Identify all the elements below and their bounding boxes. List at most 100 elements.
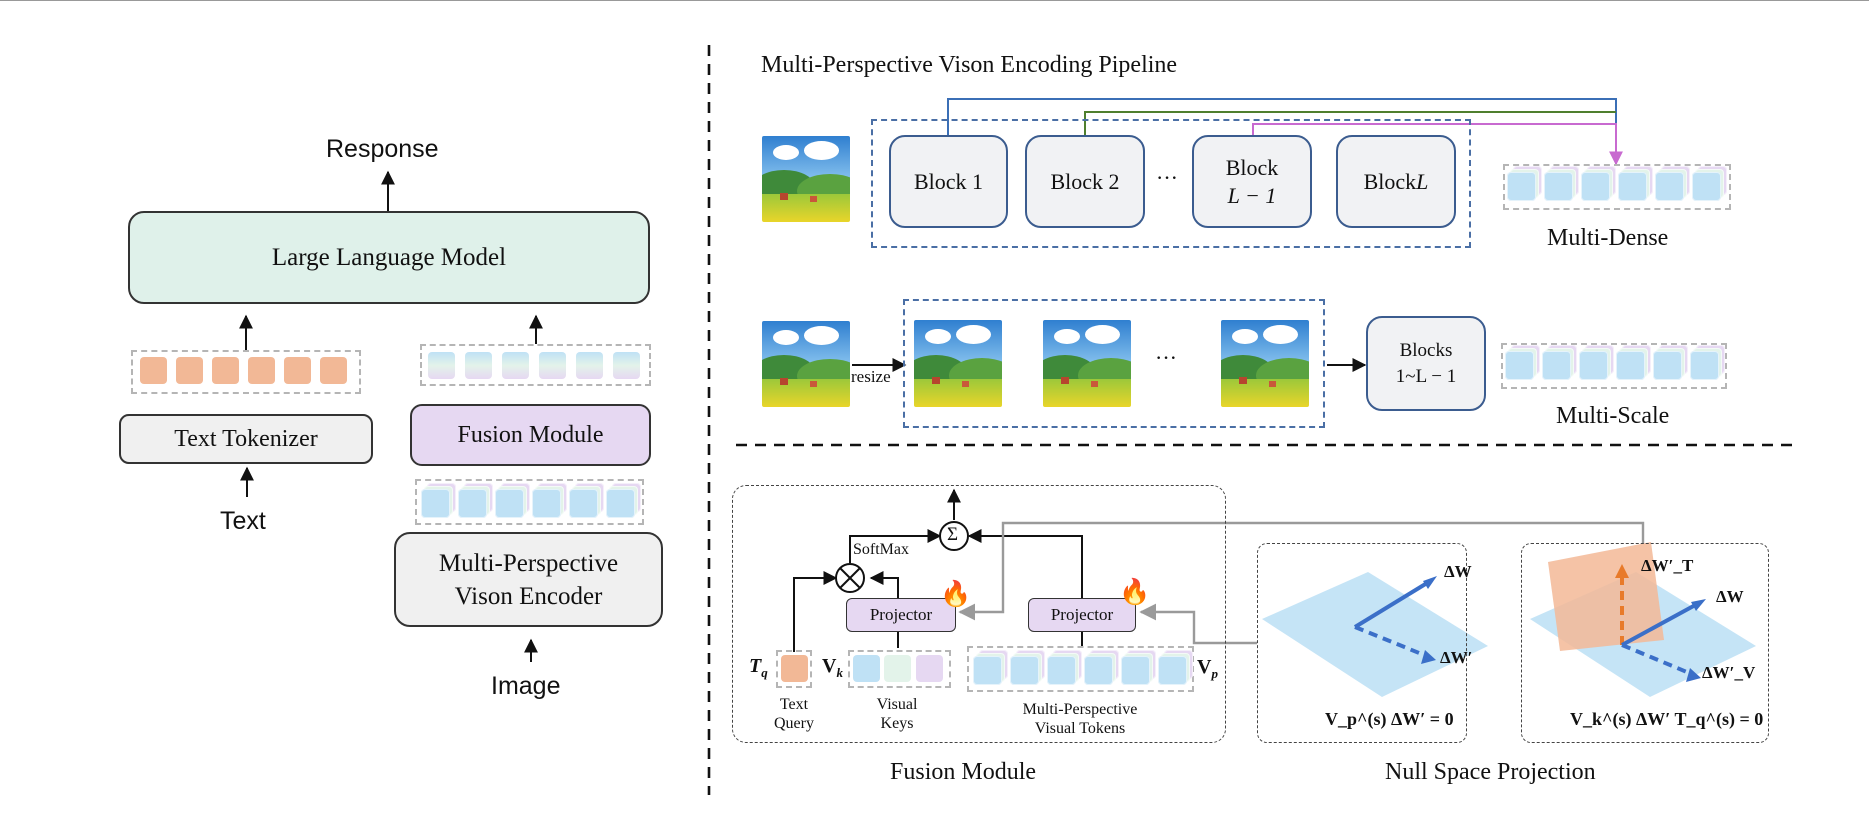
token [212, 357, 239, 384]
fusion-module-caption: Fusion Module [890, 759, 1037, 785]
projector1-to-multiply [869, 571, 899, 598]
dw-t-label: ΔW′_T [1641, 556, 1694, 575]
tq-to-multiply [793, 571, 838, 652]
token [176, 357, 203, 384]
block-2-label: Block 2 [1050, 168, 1120, 194]
equation-2: V_k^(s) ΔW′ T_q^(s) = 0 [1570, 709, 1763, 730]
text-input-label: Text [220, 507, 266, 535]
dw-v-vector [1621, 643, 1695, 677]
fire-icon: 🔥 [940, 581, 972, 608]
visual-keys-label-a: Visual [876, 696, 918, 713]
vp-main: V [1197, 656, 1212, 678]
text-token-row [131, 350, 361, 394]
visual-keys-box [848, 650, 951, 688]
fusion-module-label: Fusion Module [457, 421, 604, 448]
dw-v-label: ΔW′_V [1702, 663, 1756, 682]
projector-1: Projector [846, 598, 956, 632]
equation-2-text: V_k^(s) ΔW′ T_q^(s) = 0 [1570, 709, 1764, 729]
fusion-module-box: Fusion Module [410, 404, 651, 466]
orthogonal-plane [1548, 542, 1664, 651]
dw-prime-label: ΔW′ [1440, 648, 1473, 667]
stacked-token [1692, 172, 1721, 201]
vision-encoder-box: Multi-Perspective Vison Encoder [394, 532, 663, 627]
token [248, 357, 275, 384]
stacked-token [1655, 172, 1684, 201]
llm-box: Large Language Model [128, 211, 650, 304]
text-query-token [781, 655, 808, 682]
multi-scale-label: Multi-Scale [1556, 403, 1670, 429]
blocks-1-to-l-minus-1: Blocks 1~L − 1 [1366, 316, 1486, 411]
dw-label-2: ΔW [1716, 587, 1744, 606]
fused-token [428, 352, 455, 379]
stacked-token [1618, 172, 1647, 201]
equation-1-text: V_p^(s) ΔW′ = 0 [1325, 709, 1454, 729]
tq-main: T [749, 655, 762, 677]
landscape-thumbnail-icon [762, 136, 850, 222]
null-space-caption: Null Space Projection [1385, 759, 1596, 785]
visual-tokens-label-a: Multi-Perspective [1022, 701, 1138, 718]
stacked-token [1581, 172, 1610, 201]
token [284, 357, 311, 384]
stacked-token [1010, 656, 1039, 685]
stacked-token [1542, 351, 1571, 380]
visual-tokens-box [967, 646, 1194, 692]
scale-ellipsis: ··· [1155, 345, 1177, 370]
sum-icon [939, 521, 969, 551]
vp-sub: p [1211, 666, 1218, 681]
text-query-label: Text Query [770, 695, 818, 733]
stacked-token [606, 489, 635, 518]
multi-dense-token-row [1503, 164, 1731, 210]
multiply-to-sum [849, 529, 942, 563]
stacked-token [1544, 172, 1573, 201]
fused-token [502, 352, 529, 379]
blocks-label-b: 1~L − 1 [1395, 365, 1457, 387]
visual-tokens-label-b: Visual Tokens [1034, 720, 1126, 737]
stacked-token [973, 656, 1002, 685]
scale-group [903, 299, 1325, 428]
text-query-label-a: Text [779, 696, 809, 713]
block-l: Block L [1336, 135, 1456, 228]
fusion-detail-frame [732, 485, 1226, 743]
dw-vector-2 [1621, 601, 1700, 647]
stacked-token [1084, 656, 1113, 685]
visual-keys-label: Visual Keys [872, 695, 922, 733]
stacked-token [1121, 656, 1150, 685]
stacked-token [1653, 351, 1682, 380]
dw-vector-1 [1353, 578, 1434, 629]
sum-symbol: Σ [947, 524, 959, 545]
block-l1-label-b: L − 1 [1227, 182, 1277, 208]
block-l-minus-1: Block L − 1 [1192, 135, 1312, 228]
resize-label: resize [851, 367, 891, 386]
softmax-label: SoftMax [853, 541, 909, 558]
block-ellipsis: ··· [1156, 165, 1178, 190]
projector-1-label: Projector [869, 605, 933, 624]
encoder-label-line1: Multi-Perspective [438, 549, 619, 577]
token [140, 357, 167, 384]
null-space-frame-2 [1521, 543, 1769, 743]
vp-symbol: Vp [1197, 656, 1218, 682]
fused-token-row [420, 344, 651, 386]
multi-dense-label: Multi-Dense [1547, 225, 1669, 251]
stacked-token [421, 489, 450, 518]
stacked-token [569, 489, 598, 518]
null-space-frame-1 [1257, 543, 1467, 743]
encoder-token-row [415, 479, 644, 525]
stacked-token [1579, 351, 1608, 380]
fused-token [465, 352, 492, 379]
top-rule [0, 0, 1869, 1]
block-2: Block 2 [1025, 135, 1145, 228]
block2-tap-green [1084, 111, 1616, 135]
stacked-token [458, 489, 487, 518]
stacked-token [532, 489, 561, 518]
fused-token [613, 352, 640, 379]
vk-main: V [822, 655, 837, 677]
encoder-label-line2: Vison Encoder [454, 582, 603, 610]
fire-icon: 🔥 [1119, 579, 1151, 606]
fused-token [576, 352, 603, 379]
block-1: Block 1 [889, 135, 1008, 228]
stacked-token [1158, 656, 1187, 685]
text-query-box [776, 650, 812, 688]
stacked-token [495, 489, 524, 518]
